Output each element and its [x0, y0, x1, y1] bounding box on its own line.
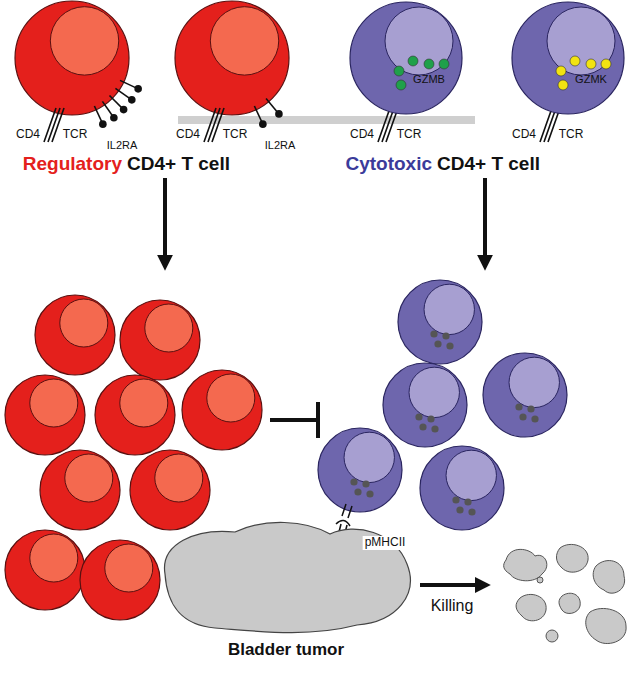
cell — [35, 295, 115, 375]
tumor-debris — [504, 544, 626, 643]
cell — [398, 280, 482, 364]
receptor-label: pMHCII — [363, 536, 408, 550]
granzyme-label: GZMB — [413, 73, 445, 86]
cell — [95, 375, 175, 455]
label-anchor: TCR — [63, 124, 88, 142]
receptor-label: IL2RA — [107, 139, 138, 152]
label-anchor: CD4 — [512, 124, 536, 142]
receptors — [44, 80, 560, 142]
tumor-shape: Bladder tumor — [155, 512, 417, 664]
membrane-bar — [178, 116, 475, 124]
process-label: Killing — [431, 597, 474, 615]
label-anchor: IL2RA — [107, 135, 138, 153]
cell — [40, 450, 120, 530]
cell-type-label: CD4+ T cell — [437, 153, 540, 175]
receptor-label: TCR — [559, 128, 584, 142]
label-anchor: CD4 — [350, 124, 374, 142]
cell-outline — [511, 1, 625, 115]
killing-arrow — [420, 583, 478, 587]
inhibition-line — [270, 418, 318, 422]
receptor-label: TCR — [63, 128, 88, 142]
granzyme-label: GZMK — [575, 73, 607, 86]
tumor-label: Bladder tumor — [228, 640, 344, 660]
cell — [483, 353, 567, 437]
receptor-label: CD4 — [16, 128, 40, 142]
cell-type-label: CD4+ T cell — [127, 153, 230, 175]
receptor-label: TCR — [397, 128, 422, 142]
label-anchor: IL2RA — [265, 135, 296, 153]
cell — [120, 300, 200, 380]
cell — [5, 530, 85, 610]
receptor-label: CD4 — [512, 128, 536, 142]
cell — [5, 375, 85, 455]
cell — [15, 1, 129, 115]
cell-type-label: Regulatory — [23, 153, 122, 175]
cell — [420, 446, 504, 530]
label-anchor: pMHCII — [363, 532, 408, 550]
inhibition-bar — [316, 402, 320, 438]
receptor-label: CD4 — [176, 128, 200, 142]
label-anchor: CD4+ T cell — [437, 153, 540, 175]
cell-outline — [349, 1, 463, 115]
cell — [318, 428, 402, 512]
cell — [182, 370, 262, 450]
cell — [175, 1, 289, 115]
label-anchor: TCR — [223, 124, 248, 142]
receptor-label: IL2RA — [265, 139, 296, 152]
cytotoxic-cell: GZMB — [349, 1, 463, 115]
label-anchor: CD4+ T cell — [127, 153, 230, 175]
receptor-label: CD4 — [350, 128, 374, 142]
label-anchor: TCR — [559, 124, 584, 142]
label-anchor: Regulatory — [23, 153, 122, 175]
cell — [383, 363, 467, 447]
receptor-label: TCR — [223, 128, 248, 142]
differentiation-arrow — [163, 178, 167, 258]
cell — [80, 540, 160, 620]
label-anchor: Cytotoxic — [345, 153, 432, 175]
cell-type-label: Cytotoxic — [345, 153, 432, 175]
differentiation-arrow — [483, 178, 487, 258]
label-anchor: CD4 — [176, 124, 200, 142]
label-anchor: CD4 — [16, 124, 40, 142]
cell — [130, 450, 210, 530]
top-cells — [15, 1, 289, 115]
label-anchor: TCR — [397, 124, 422, 142]
label-anchor: Killing — [431, 597, 474, 615]
cytotoxic-cell: GZMK — [511, 1, 625, 115]
